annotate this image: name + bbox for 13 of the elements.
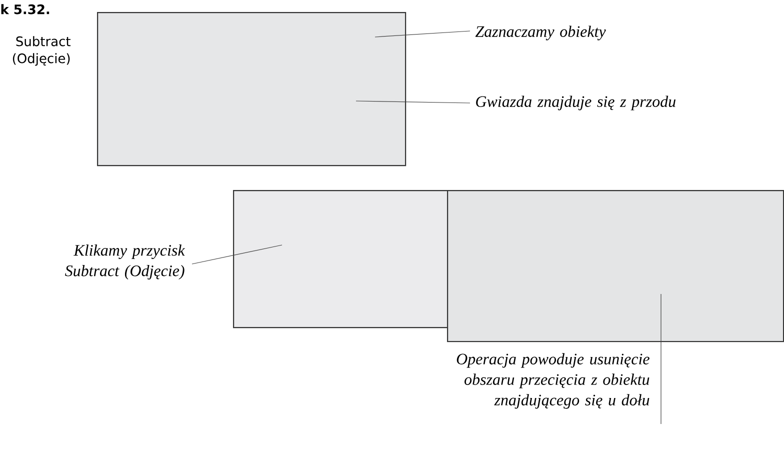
leader-line [660, 294, 662, 424]
screenshot-box [447, 190, 784, 342]
figure-caption: k 5.32. [1, 4, 50, 14]
callout-text: Zaznaczamy obiekty [475, 26, 606, 40]
callout-text: Gwiazda znajduje się z przodu [476, 96, 676, 110]
leader-line [356, 100, 470, 104]
figure-caption: Subtract (Odjęcie) [12, 36, 70, 66]
leader-line [374, 30, 470, 38]
callout-text: Operacja powoduje usunięcie obszaru przecięcia z obiektu znajdującego się u dołu [456, 353, 650, 409]
screenshot-box [97, 12, 406, 166]
screenshot-box [233, 190, 448, 328]
callout-text: Klikamy przycisk Subtract (Odjęcie) [65, 244, 186, 280]
leader-line [192, 244, 282, 264]
